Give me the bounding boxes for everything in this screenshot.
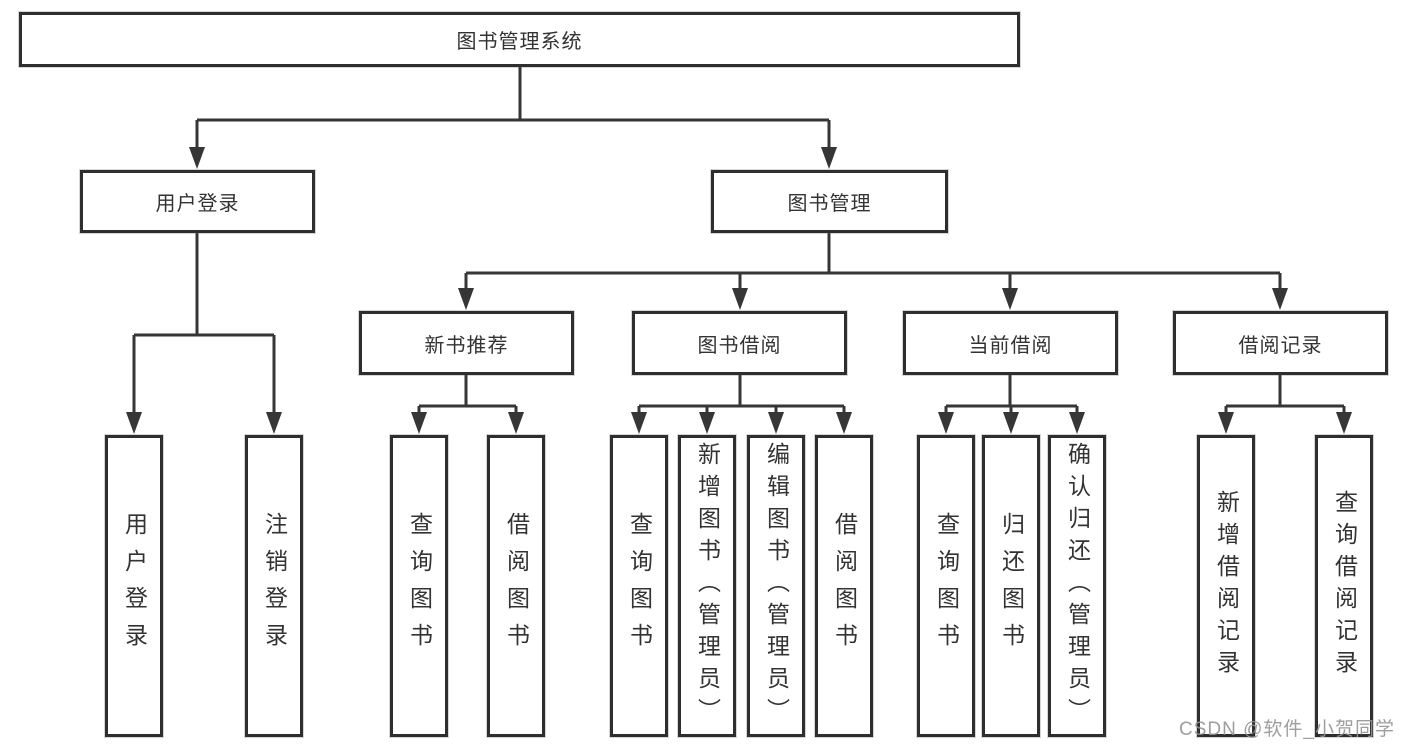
leaf-edit-book-admin: 编辑图书（管理员）: [747, 435, 805, 737]
node-new-book-recommend: 新书推荐: [359, 311, 574, 375]
leaf-query-books-recommend: 查询图书: [390, 435, 448, 737]
leaf-label: 查询图书: [933, 512, 960, 660]
leaf-borrow-books-recommend: 借阅图书: [487, 435, 545, 737]
leaf-query-books-borrow: 查询图书: [610, 435, 668, 737]
leaf-add-book-admin: 新增图书（管理员）: [678, 435, 736, 737]
leaf-label: 注销登录: [261, 512, 288, 660]
node-user-login: 用户登录: [80, 170, 315, 233]
node-borrow-records: 借阅记录: [1173, 311, 1388, 375]
leaf-label: 查询借阅记录: [1331, 490, 1358, 682]
leaf-label: 新增借阅记录: [1213, 490, 1240, 682]
leaf-label: 归还图书: [998, 512, 1025, 660]
leaf-label: 用户登录: [121, 512, 148, 660]
leaf-return-book: 归还图书: [982, 435, 1040, 737]
leaf-query-books-current: 查询图书: [917, 435, 975, 737]
leaf-label: 查询图书: [406, 512, 433, 660]
leaf-confirm-return-admin: 确认归还（管理员）: [1048, 435, 1106, 737]
leaf-label: 确认归还（管理员）: [1064, 442, 1091, 730]
leaf-label: 编辑图书（管理员）: [763, 442, 790, 730]
leaf-label: 借阅图书: [503, 512, 530, 660]
leaf-label: 查询图书: [626, 512, 653, 660]
node-current-borrow: 当前借阅: [903, 311, 1118, 375]
leaf-logout-login: 注销登录: [245, 435, 303, 737]
node-book-borrow: 图书借阅: [632, 311, 847, 375]
leaf-user-login: 用户登录: [105, 435, 163, 737]
node-library-system: 图书管理系统: [19, 12, 1020, 67]
leaf-query-borrow-record: 查询借阅记录: [1315, 435, 1373, 737]
leaf-label: 借阅图书: [831, 512, 858, 660]
leaf-add-borrow-record: 新增借阅记录: [1197, 435, 1255, 737]
csdn-watermark: CSDN @软件_小贺同学: [1179, 719, 1395, 740]
node-book-management: 图书管理: [711, 170, 948, 233]
leaf-borrow-books-borrow: 借阅图书: [815, 435, 873, 737]
leaf-label: 新增图书（管理员）: [694, 442, 721, 730]
